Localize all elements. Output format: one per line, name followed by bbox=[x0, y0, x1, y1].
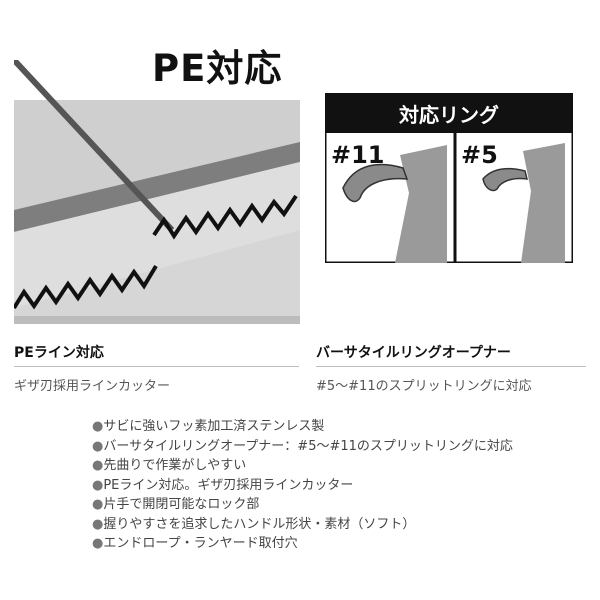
ring-size-5: #5 bbox=[461, 141, 498, 169]
bullet-icon: ● bbox=[92, 497, 104, 512]
feature-item: ●PEライン対応。ギザ刃採用ラインカッター bbox=[92, 476, 513, 496]
panel-bottom bbox=[14, 316, 300, 324]
feature-item: ●エンドロープ・ランヤード取付穴 bbox=[92, 534, 513, 554]
ring-opener-panel: 対応リング #11 #5 bbox=[325, 93, 573, 263]
pe-line bbox=[14, 60, 175, 233]
feature-text: サビに強いフッ素加工済ステンレス製 bbox=[103, 419, 325, 434]
caption-pe-subtitle: ギザ刃採用ラインカッター bbox=[14, 379, 171, 394]
blade-edge-band bbox=[14, 142, 300, 232]
feature-text: 先曲りで作業がしやすい bbox=[103, 458, 247, 473]
line-cutter-illustration bbox=[14, 60, 300, 324]
feature-item: ●サビに強いフッ素加工済ステンレス製 bbox=[92, 417, 513, 437]
caption-pe-title: PEライン対応 bbox=[14, 345, 104, 361]
feature-item: ●片手で開閉可能なロック部 bbox=[92, 495, 513, 515]
bullet-icon: ● bbox=[92, 438, 104, 454]
bullet-icon: ● bbox=[92, 536, 104, 551]
ring-size-11: #11 bbox=[331, 141, 385, 169]
feature-list: ●サビに強いフッ素加工済ステンレス製 ●バーサタイルリングオープナー：#5〜#1… bbox=[92, 417, 513, 554]
caption-divider-left bbox=[14, 366, 299, 367]
feature-text: 片手で開閉可能なロック部 bbox=[103, 497, 260, 512]
opener-tip-large bbox=[395, 145, 447, 263]
lower-blade bbox=[14, 162, 300, 308]
upper-blade bbox=[14, 100, 300, 210]
ring-panel-title: 対応リング bbox=[398, 103, 499, 127]
bullet-icon: ● bbox=[92, 516, 104, 532]
caption-ring-title: バーサタイルリングオープナー bbox=[316, 345, 511, 361]
serration-upper bbox=[152, 194, 298, 240]
feature-item: ●握りやすさを追求したハンドル形状・素材（ソフト） bbox=[92, 515, 513, 535]
feature-text: 握りやすさを追求したハンドル形状・素材（ソフト） bbox=[103, 516, 416, 532]
serration-lower bbox=[14, 264, 158, 310]
ring-panel-header bbox=[325, 93, 573, 133]
opener-tip-small bbox=[521, 143, 565, 263]
bullet-icon: ● bbox=[92, 419, 104, 434]
bullet-icon: ● bbox=[92, 477, 104, 493]
caption-divider-right bbox=[316, 366, 586, 367]
caption-ring-subtitle: #5〜#11のスプリットリングに対応 bbox=[316, 379, 532, 394]
feature-item: ●先曲りで作業がしやすい bbox=[92, 456, 513, 476]
ring-small-icon bbox=[482, 167, 528, 192]
ring-large-icon bbox=[342, 163, 409, 203]
bullet-icon: ● bbox=[92, 458, 104, 473]
pe-title: PE対応 bbox=[152, 47, 283, 90]
feature-text: エンドロープ・ランヤード取付穴 bbox=[103, 536, 298, 551]
feature-text: PEライン対応。ギザ刃採用ラインカッター bbox=[103, 477, 354, 493]
feature-item: ●バーサタイルリングオープナー：#5〜#11のスプリットリングに対応 bbox=[92, 437, 513, 457]
feature-text: バーサタイルリングオープナー：#5〜#11のスプリットリングに対応 bbox=[103, 438, 513, 454]
